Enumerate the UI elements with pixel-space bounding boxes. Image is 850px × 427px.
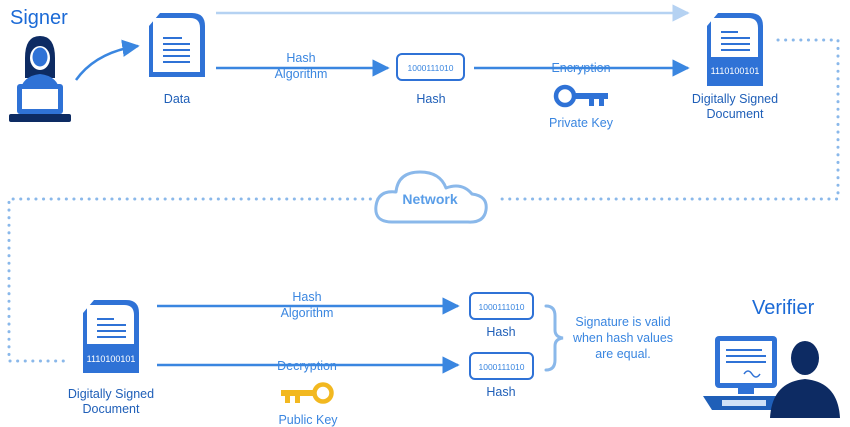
validity-note-line-2: when hash values [572, 331, 673, 345]
public-key-icon [281, 382, 334, 404]
data-document-icon [149, 13, 205, 77]
verifier-hash2-value: 1000111010 [478, 362, 524, 372]
network-label: Network [402, 191, 457, 207]
comparison-brace [544, 304, 564, 372]
signed-doc-label-top-1: Digitally Signed [692, 92, 778, 106]
signed-doc-label-bottom-1: Digitally Signed [68, 387, 154, 401]
signed-doc-label-top-2: Document [707, 107, 764, 121]
signer-to-data-arrow [74, 39, 140, 81]
verifier-title: Verifier [752, 297, 815, 319]
signed-doc-value-top: 1110100101 [711, 66, 760, 76]
private-key-icon [553, 84, 608, 108]
signed-document-icon-bottom: 1110100101 [83, 300, 139, 373]
verifier-hash1-value: 1000111010 [478, 302, 524, 312]
signer-person-icon [9, 36, 71, 122]
signer-hash-box: 1000111010 [396, 53, 465, 81]
signer-title: Signer [10, 7, 68, 29]
public-key-label: Public Key [278, 413, 338, 427]
verifier-hash-box-2: 1000111010 [469, 352, 534, 380]
network-path-right [496, 38, 840, 201]
network-cloud-icon: Network [374, 170, 488, 224]
verifier-hash1-label: Hash [486, 325, 515, 339]
verifier-hash2-label: Hash [486, 385, 515, 399]
signer-hash-label: Hash [416, 92, 445, 106]
network-path-left [7, 197, 380, 363]
verifier-hash-box-1: 1000111010 [469, 292, 534, 320]
verifier-hash-algorithm-label-2: Algorithm [281, 306, 334, 320]
validity-note-line-1: Signature is valid [575, 315, 670, 329]
decryption-label: Decryption [277, 359, 337, 373]
signer-hash-value: 1000111010 [407, 63, 453, 73]
signer-hash-algorithm-label-1: Hash [286, 51, 315, 65]
verifier-hash-algorithm-label-1: Hash [292, 290, 321, 304]
signed-doc-value-bottom: 1110100101 [87, 354, 136, 364]
signed-doc-label-bottom-2: Document [83, 402, 140, 416]
signer-hash-algorithm-label-2: Algorithm [275, 67, 328, 81]
data-label: Data [164, 92, 190, 106]
encryption-label: Encryption [551, 61, 610, 75]
verifier-person-icon [770, 341, 840, 418]
validity-note-line-3: are equal. [595, 347, 651, 361]
signed-document-icon-top: 1110100101 [707, 13, 763, 86]
verifier-computer-icon [703, 336, 792, 410]
private-key-label: Private Key [549, 116, 614, 130]
